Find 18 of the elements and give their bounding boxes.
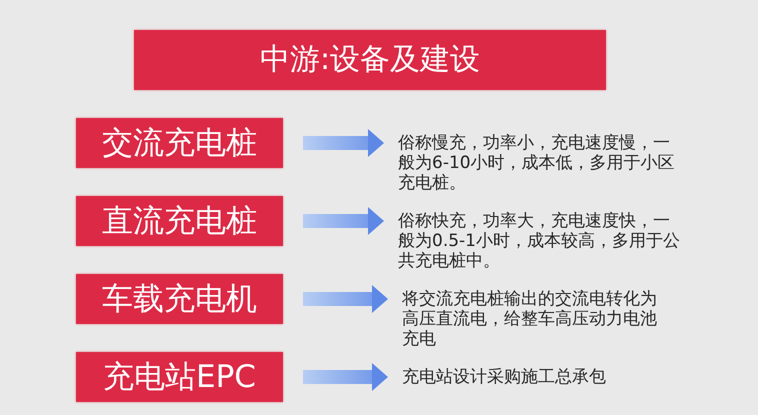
description-text: 俗称快充，功率大，充电速度快，一般为0.5-1小时，成本较高，多用于公共充电桩中。 (398, 211, 683, 271)
category-label: 交流充电桩 (102, 124, 257, 162)
title-banner (134, 30, 606, 90)
category-label: 车载充电机 (102, 280, 257, 318)
category-box (76, 274, 283, 324)
banner-title-text: 中游:设备及建设 (260, 42, 480, 78)
category-box (76, 196, 283, 246)
category-box (76, 118, 283, 168)
arrow (303, 129, 384, 157)
category-label: 直流充电桩 (102, 202, 257, 240)
description-text: 将交流充电桩输出的交流电转化为高压直流电，给整车高压动力电池充电 (402, 289, 670, 349)
category-box (76, 352, 283, 402)
description-text: 充电站设计采购施工总承包 (402, 367, 687, 387)
arrow (303, 207, 384, 235)
category-label: 充电站EPC (103, 358, 256, 396)
description-text: 俗称慢充，功率小，充电速度慢，一般为6-10小时，成本低，多用于小区充电桩。 (398, 133, 683, 193)
arrow (303, 285, 388, 313)
arrow (303, 363, 388, 391)
